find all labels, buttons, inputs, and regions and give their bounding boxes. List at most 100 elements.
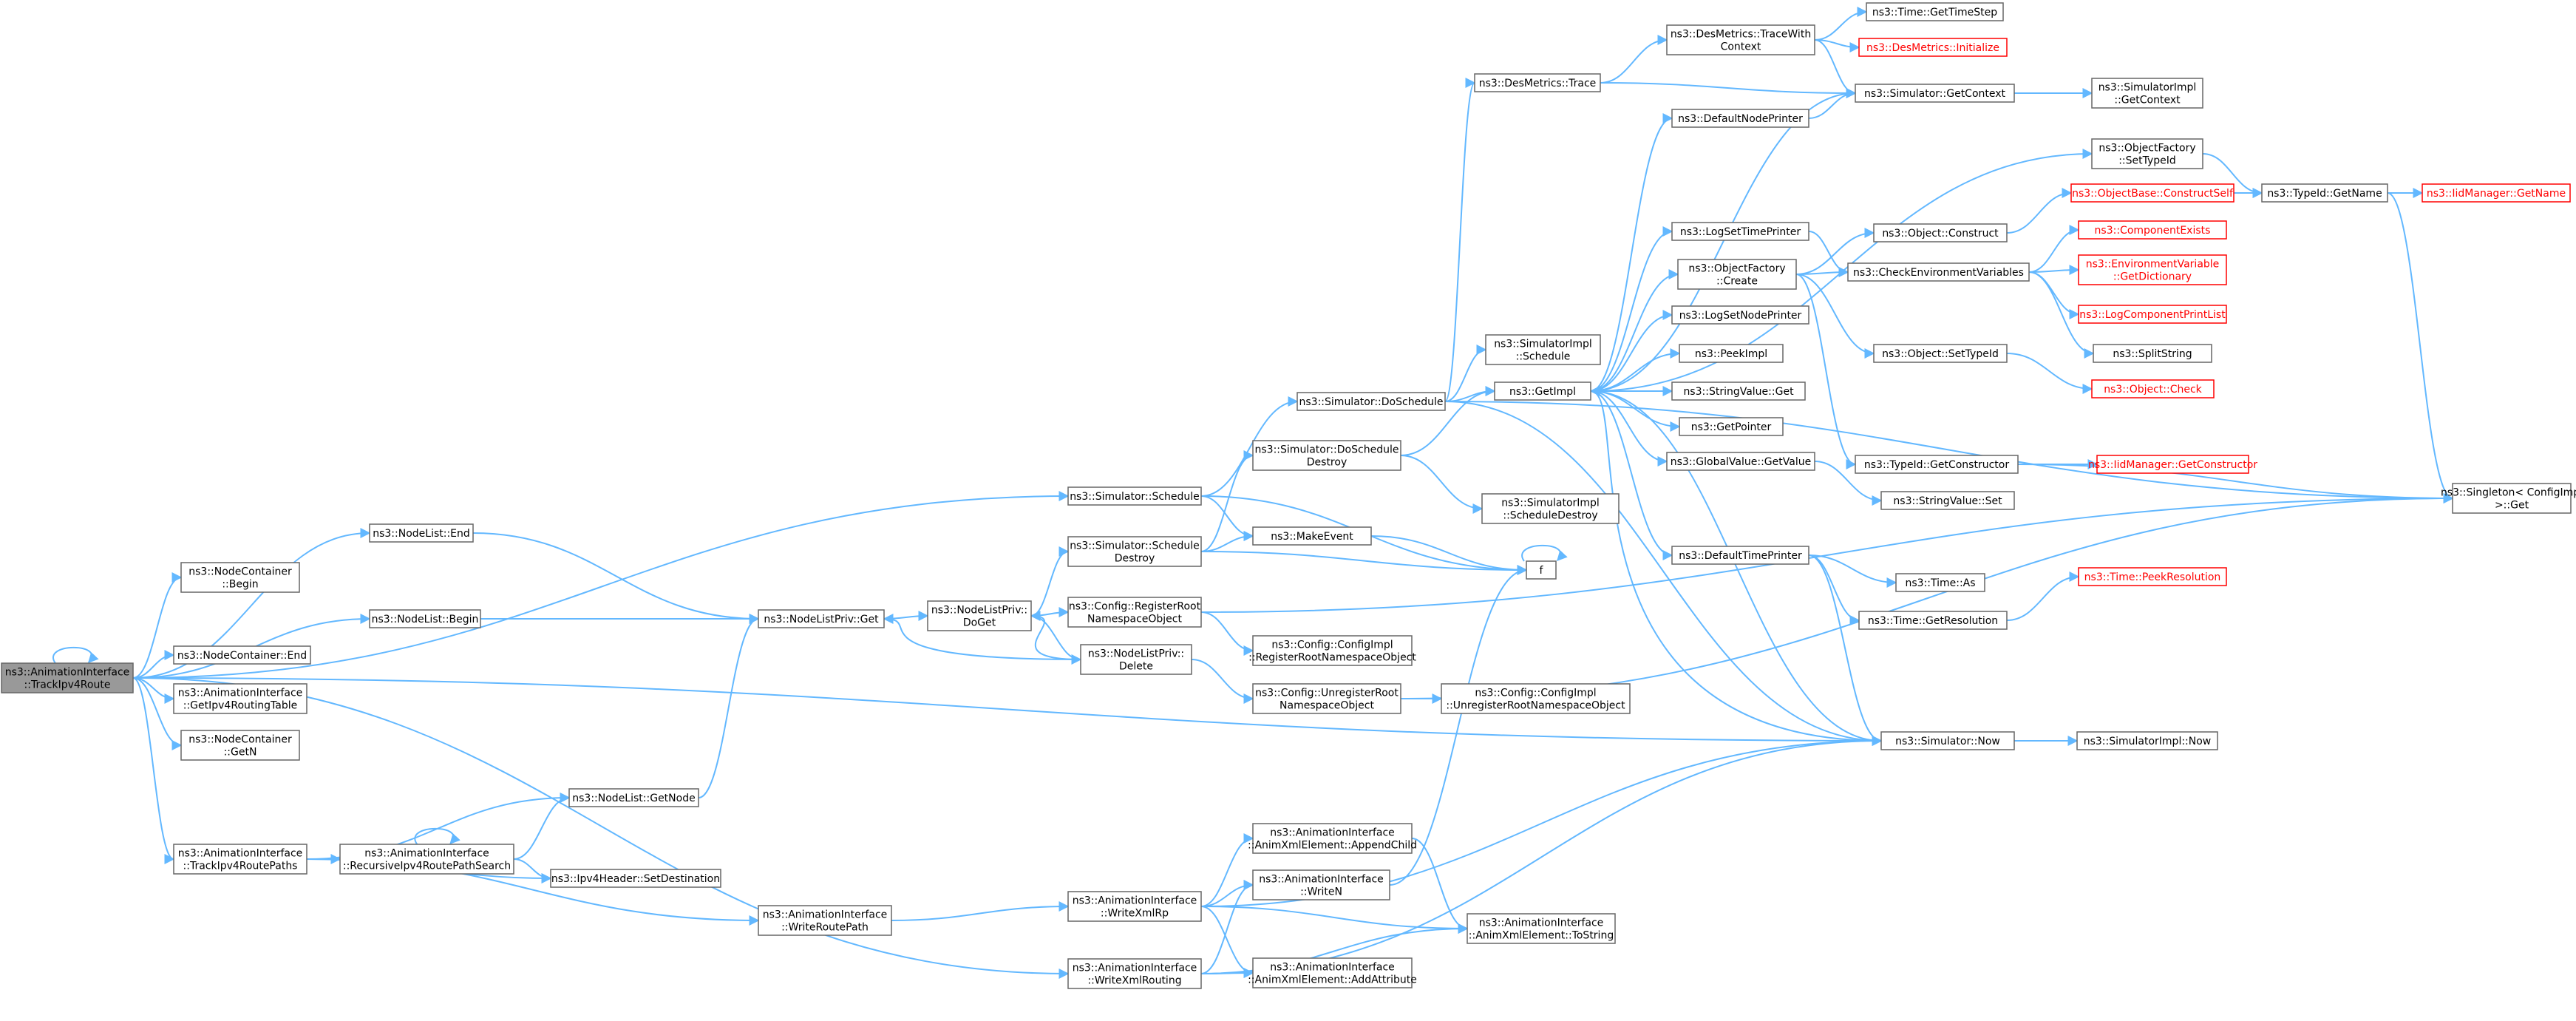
graph-node-singleton-get[interactable]: ns3::Singleton< ConfigImpl >::Get — [2441, 483, 2576, 514]
graph-node-peekimpl[interactable]: ns3::PeekImpl — [1679, 344, 1784, 363]
call-edge — [1590, 226, 1673, 392]
graph-node-stringvalue-get[interactable]: ns3::StringValue::Get — [1671, 381, 1806, 401]
node-box — [2091, 379, 2215, 398]
graph-node-object-settypeid[interactable]: ns3::Object::SetTypeId — [1873, 344, 2008, 363]
graph-node-stringvalue-set[interactable]: ns3::StringValue::Set — [1880, 491, 2015, 510]
graph-node-time-as[interactable]: ns3::Time::As — [1895, 573, 1985, 592]
graph-node-sim-schedule[interactable]: ns3::Simulator::Schedule — [1067, 486, 1202, 506]
graph-node-objbase-constructself[interactable]: ns3::ObjectBase::ConstructSelf — [2070, 183, 2235, 203]
graph-node-objfactory-create[interactable]: ns3::ObjectFactory::Create — [1677, 259, 1797, 290]
node-box — [2070, 183, 2235, 203]
call-edge — [132, 677, 1070, 979]
graph-node-nc-getn[interactable]: ns3::NodeContainer::GetN — [180, 730, 300, 761]
graph-node-simimpl-getcontext[interactable]: ns3::SimulatorImpl::GetContext — [2091, 78, 2203, 109]
call-edge — [1814, 39, 1857, 98]
graph-node-defaultnodeprinter[interactable]: ns3::DefaultNodePrinter — [1671, 109, 1809, 128]
node-box — [1467, 913, 1616, 944]
graph-node-logcomponentprintlist[interactable]: ns3::LogComponentPrintList — [2078, 305, 2227, 324]
graph-node-cfg-unregister[interactable]: ns3::Config::UnregisterRootNamespaceObje… — [1252, 683, 1401, 714]
graph-node-time-peekres[interactable]: ns3::Time::PeekResolution — [2078, 567, 2227, 586]
graph-node-nlp-doget[interactable]: ns3::NodeListPriv::DoGet — [927, 600, 1032, 631]
node-label: ns3::IidManager::GetConstructor — [2088, 459, 2257, 471]
node-label: ns3::NodeListPriv:: — [1088, 648, 1184, 660]
node-box — [550, 869, 721, 888]
graph-node-makeevent[interactable]: ns3::MakeEvent — [1252, 526, 1372, 546]
node-box — [1858, 611, 2008, 630]
graph-node-ai-getipv4[interactable]: ns3::AnimationInterface::GetIpv4RoutingT… — [173, 683, 307, 714]
graph-node-sim-getcontext[interactable]: ns3::Simulator::GetContext — [1855, 84, 2015, 103]
node-label: ns3::AnimationInterface — [178, 848, 303, 860]
graph-node-ai-appendchild[interactable]: ns3::AnimationInterface::AnimXmlElement:… — [1248, 823, 1417, 854]
graph-node-sim-doschedule[interactable]: ns3::Simulator::DoSchedule — [1297, 392, 1446, 411]
graph-node-globalvalue-getvalue[interactable]: ns3::GlobalValue::GetValue — [1666, 452, 1815, 471]
graph-node-sim-now[interactable]: ns3::Simulator::Now — [1880, 731, 2015, 750]
node-label: ns3::Config::ConfigImpl — [1475, 688, 1596, 699]
node-box — [1252, 869, 1390, 900]
graph-node-sim-sched-destroy[interactable]: ns3::Simulator::ScheduleDestroy — [1067, 536, 1202, 567]
graph-node-ai-writexmlrp[interactable]: ns3::AnimationInterface::WriteXmlRp — [1067, 891, 1202, 922]
node-label: ::Begin — [222, 579, 258, 591]
graph-node-desmetrics-init[interactable]: ns3::DesMetrics::Initialize — [1858, 38, 2008, 57]
graph-node-simimpl-now[interactable]: ns3::SimulatorImpl::Now — [2076, 731, 2218, 750]
graph-node-root[interactable]: ns3::AnimationInterface::TrackIpv4Route — [1, 662, 134, 693]
graph-node-envvar-getdict[interactable]: ns3::EnvironmentVariable::GetDictionary — [2078, 254, 2227, 285]
graph-node-ai-tostring[interactable]: ns3::AnimationInterface::AnimXmlElement:… — [1467, 913, 1616, 944]
graph-node-object-check[interactable]: ns3::Object::Check — [2091, 379, 2215, 398]
graph-node-ipv4-setdest[interactable]: ns3::Ipv4Header::SetDestination — [550, 869, 721, 888]
graph-node-getimpl[interactable]: ns3::GetImpl — [1494, 381, 1591, 401]
node-label: NamespaceObject — [1087, 614, 1182, 625]
node-label: ns3::Simulator::GetContext — [1864, 88, 2006, 100]
node-box — [2452, 483, 2572, 514]
graph-node-desmetrics-trace[interactable]: ns3::DesMetrics::Trace — [1474, 73, 1601, 92]
node-label: ns3::Config::ConfigImpl — [1271, 640, 1393, 651]
graph-node-objfactory-settypeid[interactable]: ns3::ObjectFactory::SetTypeId — [2091, 138, 2203, 169]
graph-node-nodelist-end[interactable]: ns3::NodeList::End — [369, 523, 474, 543]
graph-node-ai-writexmlrouting[interactable]: ns3::AnimationInterface::WriteXmlRouting — [1067, 958, 1202, 989]
graph-node-cfgimpl-unregister[interactable]: ns3::Config::ConfigImpl::UnregisterRootN… — [1441, 683, 1631, 714]
graph-node-typeid-getctor[interactable]: ns3::TypeId::GetConstructor — [1855, 455, 2019, 474]
graph-node-simimpl-schedule[interactable]: ns3::SimulatorImpl::Schedule — [1485, 334, 1601, 365]
graph-node-f[interactable]: f — [1526, 560, 1557, 580]
node-label: ns3::AnimationInterface — [1270, 962, 1395, 974]
graph-node-cfgimpl-register[interactable]: ns3::Config::ConfigImpl::RegisterRootNam… — [1248, 635, 1416, 666]
graph-node-nl-getnode[interactable]: ns3::NodeList::GetNode — [568, 788, 699, 807]
node-label: Delete — [1119, 661, 1153, 673]
graph-node-nlp-delete[interactable]: ns3::NodeListPriv::Delete — [1080, 644, 1192, 675]
graph-node-cfg-register[interactable]: ns3::Config::RegisterRootNamespaceObject — [1067, 597, 1202, 628]
graph-node-ai-trackpaths[interactable]: ns3::AnimationInterface::TrackIpv4RouteP… — [173, 844, 307, 875]
graph-node-defaulttimeprinter[interactable]: ns3::DefaultTimePrinter — [1671, 546, 1809, 565]
graph-node-nodelist-begin[interactable]: ns3::NodeList::Begin — [369, 609, 481, 628]
graph-node-simimpl-scheddestroy[interactable]: ns3::SimulatorImpl::ScheduleDestroy — [1481, 493, 1620, 524]
graph-node-nlp-get[interactable]: ns3::NodeListPriv::Get — [758, 609, 885, 628]
graph-node-nc-end[interactable]: ns3::NodeContainer::End — [173, 645, 311, 665]
graph-node-ai-addattribute[interactable]: ns3::AnimationInterface::AnimXmlElement:… — [1248, 957, 1417, 988]
call-edge — [1400, 493, 2454, 699]
node-label: ::WriteXmlRouting — [1087, 975, 1181, 987]
graph-node-typeid-getname[interactable]: ns3::TypeId::GetName — [2261, 183, 2388, 203]
graph-node-logsetnodeprinter[interactable]: ns3::LogSetNodePrinter — [1671, 305, 1809, 325]
graph-node-nc-begin[interactable]: ns3::NodeContainer::Begin — [180, 562, 300, 593]
node-label: ns3::AnimationInterface — [178, 688, 303, 699]
node-label: ns3::Simulator::Now — [1895, 736, 2000, 747]
graph-node-componentexists[interactable]: ns3::ComponentExists — [2078, 220, 2227, 240]
call-edge — [698, 614, 760, 798]
graph-node-time-getstep[interactable]: ns3::Time::GetTimeStep — [1866, 2, 2004, 21]
graph-node-ai-writeroutepath[interactable]: ns3::AnimationInterface::WriteRoutePath — [758, 905, 892, 936]
graph-node-logsettimeprinter[interactable]: ns3::LogSetTimePrinter — [1671, 222, 1809, 241]
node-label: ::GetDictionary — [2113, 271, 2192, 283]
node-box — [1858, 38, 2008, 57]
node-box — [1485, 334, 1601, 365]
graph-node-ai-recursive[interactable]: ns3::AnimationInterface::RecursiveIpv4Ro… — [339, 844, 514, 875]
node-label: ns3::AnimationInterface — [1259, 874, 1384, 886]
graph-node-time-getres[interactable]: ns3::Time::GetResolution — [1858, 611, 2008, 630]
graph-node-splitstring[interactable]: ns3::SplitString — [2093, 344, 2212, 363]
graph-node-object-construct[interactable]: ns3::Object::Construct — [1873, 223, 2008, 242]
graph-node-iidmanager-getname[interactable]: ns3::IidManager::GetName — [2422, 183, 2571, 203]
graph-node-checkenv[interactable]: ns3::CheckEnvironmentVariables — [1847, 262, 2030, 282]
graph-node-ai-writen[interactable]: ns3::AnimationInterface::WriteN — [1252, 869, 1390, 900]
graph-node-iidmanager-getctor[interactable]: ns3::IidManager::GetConstructor — [2088, 455, 2257, 474]
graph-node-getpointer[interactable]: ns3::GetPointer — [1679, 417, 1784, 436]
call-edge — [2202, 153, 2263, 198]
